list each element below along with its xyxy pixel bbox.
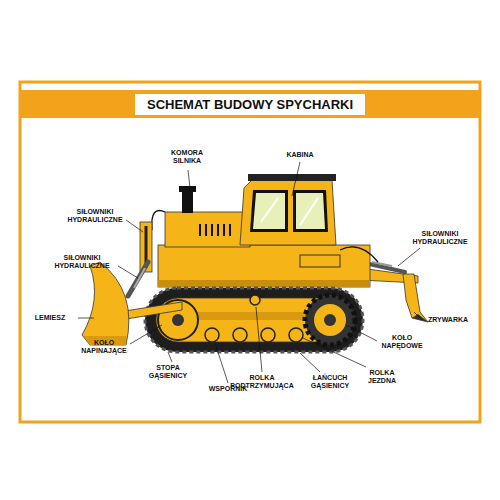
part-label: ROLKA PODTRZYMUJĄCA [223,374,301,390]
part-label: SIŁOWNIKI HYDRAULICZNE [60,208,130,224]
part-label: KOŁO NAPĘDOWE [377,334,427,350]
part-label: ŁAŃCUCH GĄSIENICY [301,374,359,390]
part-label: KOMORA SILNIKA [163,149,211,165]
part-label: ROLKA JEZDNA [358,369,406,385]
part-label: KABINA [275,151,325,159]
part-label: SIŁOWNIKI HYDRAULICZNE [47,254,117,270]
part-label: KOŁO NAPINAJĄCE [76,339,132,355]
part-label: STOPA GĄSIENICY [139,364,197,380]
poster-title: SCHEMAT BUDOWY SPYCHARKI [135,94,365,115]
part-label: SIŁOWNIKI HYDRAULICZNE [405,230,475,246]
part-label: LEMIESZ [25,314,75,322]
part-label: ZRYWARKA [421,316,476,324]
